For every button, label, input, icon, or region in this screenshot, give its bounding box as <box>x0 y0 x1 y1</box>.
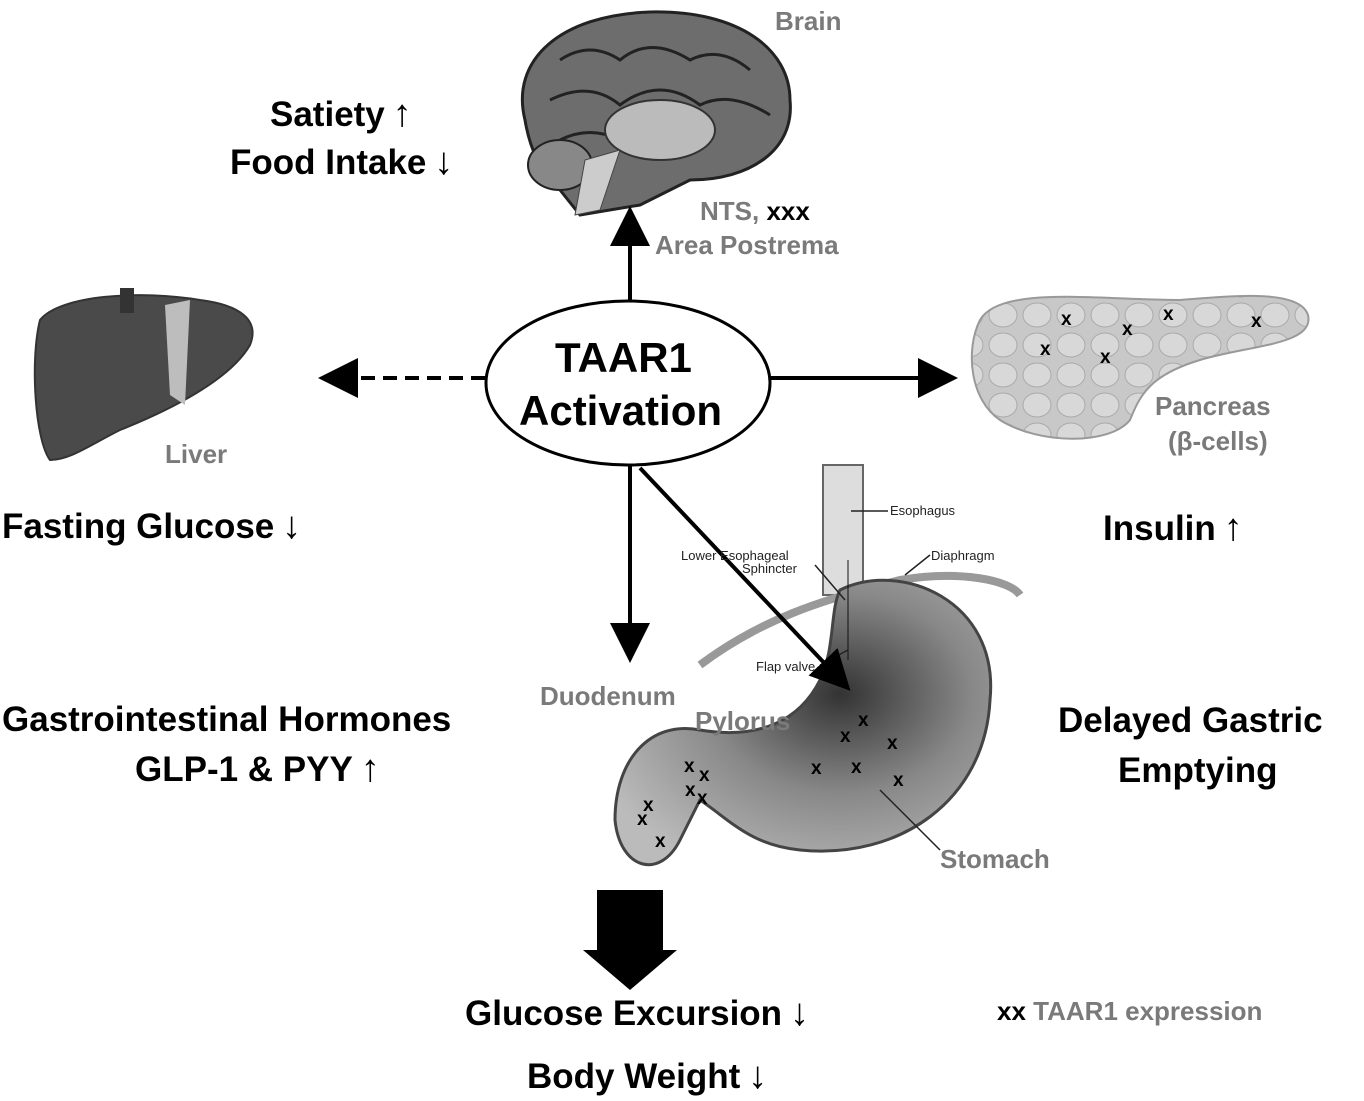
expression-marker: x <box>637 809 648 830</box>
down-arrow-icon: ↓ <box>790 992 810 1034</box>
flap-valve-label: Flap valve <box>756 659 816 674</box>
nts-expression-mark: xxx <box>766 196 810 226</box>
emptying-label: Emptying <box>1118 751 1278 790</box>
expression-marker: x <box>811 758 822 779</box>
expression-marker: x <box>851 757 862 778</box>
fasting-glucose-effect: Fasting Glucose↓ <box>2 507 301 545</box>
expression-marker: x <box>699 765 710 786</box>
expression-marker: x <box>684 756 695 777</box>
expression-marker: x <box>840 726 851 747</box>
expression-marker: x <box>887 733 898 754</box>
pylorus-label: Pylorus <box>695 706 791 736</box>
down-arrow-icon: ↓ <box>282 505 302 547</box>
center-title-line1: TAAR1 <box>555 334 692 381</box>
expression-marker: x <box>1163 304 1174 325</box>
nts-text: NTS, <box>700 196 760 226</box>
expression-marker: x <box>1122 319 1133 340</box>
nts-label: NTS, xxx <box>700 198 810 224</box>
center-title-line2: Activation <box>519 387 723 434</box>
expression-marker: x <box>655 831 666 852</box>
satiety-text: Satiety <box>270 95 385 134</box>
area-postrema-label: Area Postrema <box>655 230 839 260</box>
body-weight-text: Body Weight <box>527 1057 741 1096</box>
expression-marker: x <box>697 788 708 809</box>
les-label-2: Sphincter <box>742 561 797 576</box>
expression-marker: x <box>1100 347 1111 368</box>
taar1-activation-node <box>484 299 772 467</box>
expression-marker: x <box>1061 309 1072 330</box>
glp-pyy-effect: GLP-1 & PYY↑ <box>135 750 380 788</box>
up-arrow-icon: ↑ <box>392 93 412 135</box>
expression-marker: x <box>1251 311 1262 332</box>
fasting-glucose-text: Fasting Glucose <box>2 507 275 546</box>
food-intake-text: Food Intake <box>230 143 427 182</box>
delayed-gastric-label: Delayed Gastric <box>1058 701 1323 740</box>
food-intake-effect: Food Intake↓ <box>230 143 453 181</box>
glucose-excursion-effect: Glucose Excursion↓ <box>465 994 809 1032</box>
stomach-illustration <box>613 464 1024 867</box>
insulin-effect: Insulin↑ <box>1103 509 1243 547</box>
legend: xx TAAR1 expression <box>997 998 1262 1024</box>
legend-mark: xx <box>997 996 1026 1026</box>
glp-pyy-text: GLP-1 & PYY <box>135 750 353 789</box>
up-arrow-icon: ↑ <box>360 748 380 790</box>
esophagus-label: Esophagus <box>890 503 956 518</box>
satiety-effect: Satiety↑ <box>270 95 412 133</box>
glucose-excursion-text: Glucose Excursion <box>465 994 783 1033</box>
expression-marker: x <box>893 770 904 791</box>
liver-illustration <box>33 288 254 462</box>
diaphragm-label: Diaphragm <box>931 548 995 563</box>
expression-marker: x <box>1040 339 1051 360</box>
pancreas-cells-label: (β-cells) <box>1168 426 1268 456</box>
duodenum-label-bg <box>535 675 715 715</box>
down-arrow-icon: ↓ <box>748 1055 768 1097</box>
stomach-label: Stomach <box>940 844 1050 874</box>
pancreas-illustration <box>970 294 1310 440</box>
up-arrow-icon: ↑ <box>1223 507 1243 549</box>
insulin-text: Insulin <box>1103 509 1216 548</box>
legend-text: TAAR1 expression <box>1033 996 1263 1026</box>
les-label-1: Lower Esophageal <box>681 548 789 563</box>
down-arrow-icon: ↓ <box>434 141 454 183</box>
expression-marker: x <box>858 710 869 731</box>
big-down-arrow <box>583 890 677 990</box>
expression-marker: x <box>643 795 654 816</box>
body-weight-effect: Body Weight↓ <box>527 1057 767 1095</box>
brain-illustration <box>520 10 792 217</box>
pancreas-label: Pancreas <box>1155 391 1271 421</box>
gi-hormones-label: Gastrointestinal Hormones <box>2 700 452 739</box>
liver-label: Liver <box>165 439 228 469</box>
brain-label: Brain <box>775 6 842 36</box>
arrow-to-stomach <box>638 466 851 691</box>
expression-marker: x <box>685 780 696 801</box>
duodenum-label: Duodenum <box>540 681 676 711</box>
